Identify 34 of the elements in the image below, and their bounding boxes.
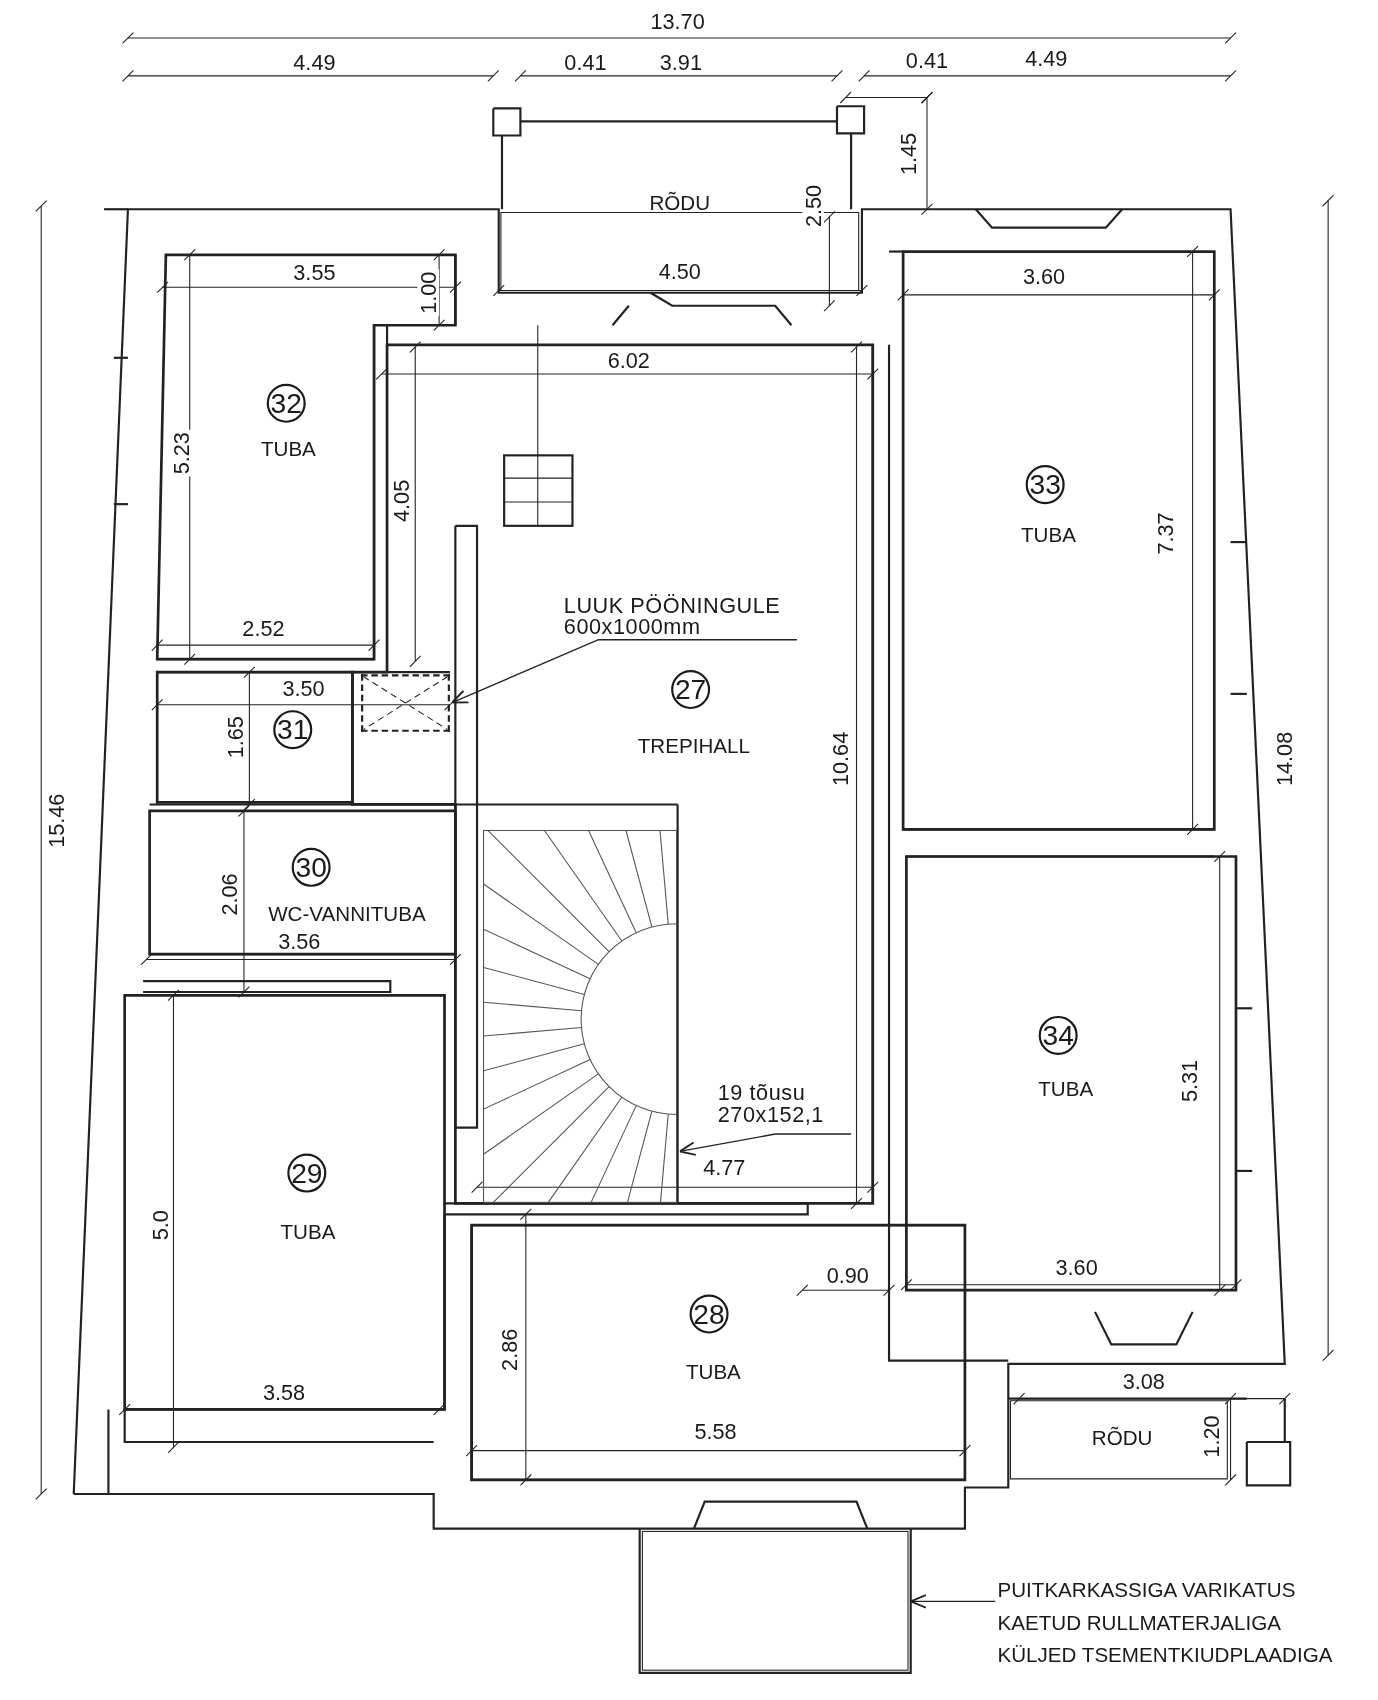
room-name: TUBA — [260, 438, 316, 460]
room — [124, 995, 445, 1410]
staircase-drawing — [482, 829, 678, 1204]
room-number: 33 — [1025, 465, 1065, 505]
room-number: 29 — [287, 1153, 327, 1193]
note-text: PUITKARKASSIGA VARIKATUS KAETUD RULLMATERJALIGA KÜLJED TSEMENTKIUDPLAADIGA — [997, 1574, 1345, 1672]
room-number: 34 — [1038, 1015, 1078, 1055]
room-number: 28 — [689, 1294, 729, 1334]
room-number: 31 — [273, 710, 313, 750]
room — [157, 252, 458, 662]
balcony — [1010, 1400, 1228, 1479]
callout-text: LUUK PÖÖNINGULE 600x1000mm — [563, 594, 803, 640]
room — [149, 810, 456, 955]
room-name: TUBA — [1020, 524, 1076, 545]
leader-line — [451, 638, 798, 704]
room-number: 27 — [671, 670, 711, 710]
balcony-name: RÕDU — [649, 192, 711, 214]
room-name: TUBA — [1038, 1078, 1094, 1099]
room-name: WC-VANNITUBA — [268, 903, 426, 925]
balcony-name: RÕDU — [1091, 1427, 1153, 1448]
room-name: TREPIHALL — [637, 735, 750, 757]
room — [157, 672, 353, 803]
room — [903, 251, 1215, 830]
room-number: 30 — [291, 847, 331, 887]
room-name: TUBA — [685, 1361, 741, 1382]
hatch-symbol — [361, 674, 450, 732]
leader-line — [909, 1594, 996, 1609]
dimension-label: 1.00 — [417, 269, 440, 316]
room — [471, 1225, 965, 1480]
leader-line — [678, 1133, 852, 1156]
room-name: TUBA — [280, 1221, 336, 1242]
room — [906, 856, 1236, 1291]
room-number: 32 — [266, 383, 306, 423]
callout-text: 19 tõusu 270x152,1 — [717, 1082, 854, 1135]
